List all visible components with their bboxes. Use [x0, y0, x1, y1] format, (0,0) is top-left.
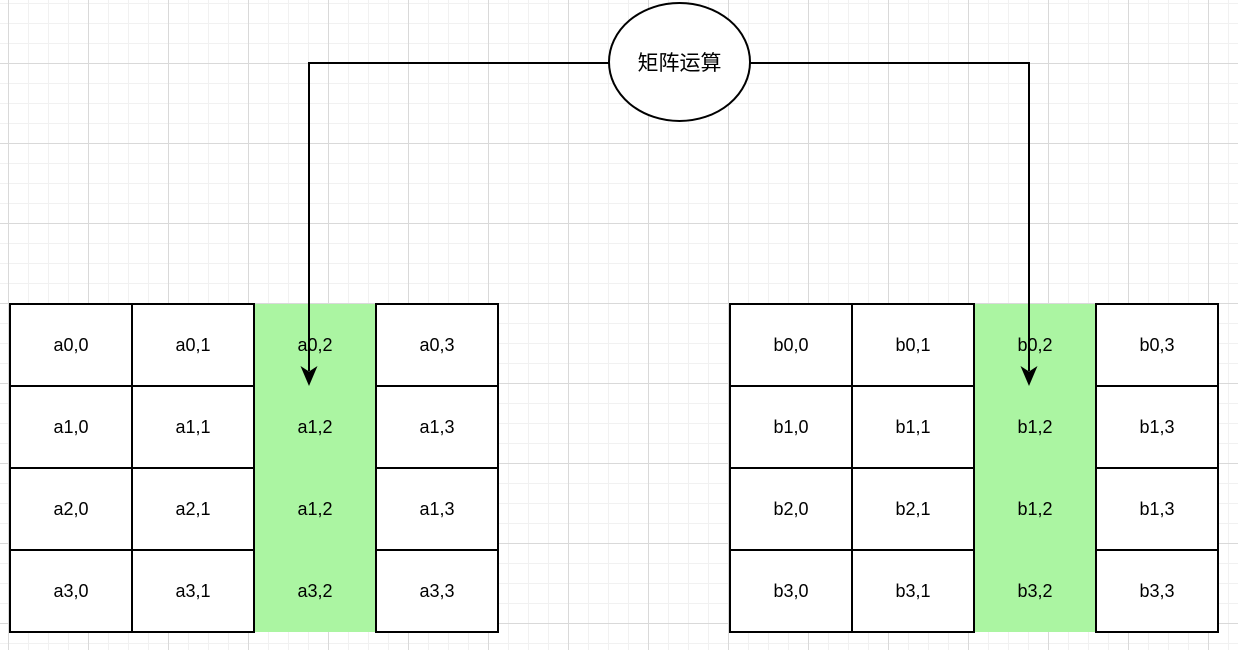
matrix-row: b3,0 b3,1 b3,2 b3,3 — [729, 549, 1219, 633]
matrix-row: a1,0 a1,1 a1,2 a1,3 — [9, 385, 499, 469]
matrix-cell-highlighted[interactable]: a1,2 — [254, 386, 376, 468]
matrix-cell[interactable]: a0,0 — [9, 303, 133, 387]
matrix-cell[interactable]: a3,0 — [9, 549, 133, 633]
matrix-cell[interactable]: a1,1 — [131, 385, 255, 469]
matrix-cell[interactable]: b0,3 — [1095, 303, 1219, 387]
matrix-cell[interactable]: b1,3 — [1095, 467, 1219, 551]
matrix-cell-highlighted[interactable]: b0,2 — [974, 304, 1096, 386]
matrix-cell[interactable]: a1,3 — [375, 467, 499, 551]
matrix-cell[interactable]: b3,3 — [1095, 549, 1219, 633]
matrix-b-table[interactable]: b0,0 b0,1 b0,2 b0,3 b1,0 b1,1 b1,2 b1,3 … — [729, 303, 1219, 633]
matrix-cell[interactable]: b1,1 — [851, 385, 975, 469]
matrix-cell[interactable]: b1,3 — [1095, 385, 1219, 469]
matrix-cell-highlighted[interactable]: a0,2 — [254, 304, 376, 386]
matrix-row: b1,0 b1,1 b1,2 b1,3 — [729, 385, 1219, 469]
matrix-cell-highlighted[interactable]: b1,2 — [974, 468, 1096, 550]
matrix-cell[interactable]: b1,0 — [729, 385, 853, 469]
matrix-row: a0,0 a0,1 a0,2 a0,3 — [9, 303, 499, 387]
matrix-cell[interactable]: b0,0 — [729, 303, 853, 387]
matrix-cell[interactable]: a1,3 — [375, 385, 499, 469]
matrix-cell[interactable]: a3,3 — [375, 549, 499, 633]
matrix-cell[interactable]: b3,1 — [851, 549, 975, 633]
matrix-cell[interactable]: b2,0 — [729, 467, 853, 551]
matrix-row: b0,0 b0,1 b0,2 b0,3 — [729, 303, 1219, 387]
matrix-cell[interactable]: b0,1 — [851, 303, 975, 387]
matrix-row: a3,0 a3,1 a3,2 a3,3 — [9, 549, 499, 633]
matrix-cell-highlighted[interactable]: a3,2 — [254, 550, 376, 632]
matrix-cell-highlighted[interactable]: b3,2 — [974, 550, 1096, 632]
matrix-cell[interactable]: b2,1 — [851, 467, 975, 551]
operation-node-label: 矩阵运算 — [637, 52, 722, 75]
matrix-cell[interactable]: a0,1 — [131, 303, 255, 387]
matrix-cell[interactable]: a2,1 — [131, 467, 255, 551]
matrix-cell-highlighted[interactable]: a1,2 — [254, 468, 376, 550]
matrix-row: a2,0 a2,1 a1,2 a1,3 — [9, 467, 499, 551]
matrix-cell[interactable]: b3,0 — [729, 549, 853, 633]
matrix-cell[interactable]: a1,0 — [9, 385, 133, 469]
matrix-cell[interactable]: a0,3 — [375, 303, 499, 387]
matrix-cell[interactable]: a3,1 — [131, 549, 255, 633]
matrix-a-table[interactable]: a0,0 a0,1 a0,2 a0,3 a1,0 a1,1 a1,2 a1,3 … — [9, 303, 499, 633]
matrix-cell-highlighted[interactable]: b1,2 — [974, 386, 1096, 468]
matrix-cell[interactable]: a2,0 — [9, 467, 133, 551]
matrix-row: b2,0 b2,1 b1,2 b1,3 — [729, 467, 1219, 551]
